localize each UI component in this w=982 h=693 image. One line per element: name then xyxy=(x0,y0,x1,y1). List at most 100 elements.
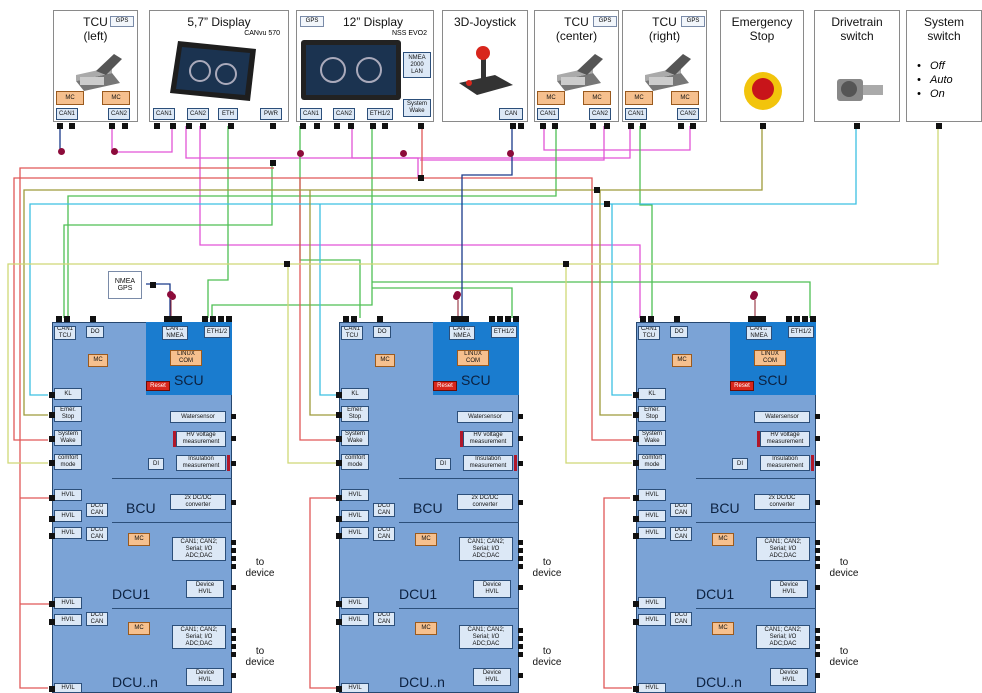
port-node xyxy=(64,316,70,322)
port-node xyxy=(633,460,639,466)
junction-node xyxy=(228,123,234,129)
section-divider xyxy=(112,608,232,609)
port-node xyxy=(633,436,639,442)
can1-tcu-label: CAN1 TCU xyxy=(341,326,363,340)
wire xyxy=(200,126,640,318)
port-node xyxy=(518,556,523,561)
port-node xyxy=(336,619,342,625)
port-node xyxy=(336,392,342,398)
hvil-label: HVIL xyxy=(341,614,369,626)
emergency-stop-box: Emergency Stop xyxy=(720,10,804,122)
option-auto: • Auto xyxy=(917,73,953,87)
hvil-label: HVIL xyxy=(638,527,666,539)
display-12-title: 12” Display xyxy=(313,15,433,29)
port-node xyxy=(518,540,523,545)
hvil-label: HVIL xyxy=(54,510,82,522)
junction-node xyxy=(154,123,160,129)
port-node xyxy=(90,316,96,322)
mc-label: MC xyxy=(625,91,653,105)
port-node xyxy=(49,460,55,466)
wire xyxy=(604,498,632,688)
hvil-label: HVIL xyxy=(638,614,666,626)
to-device-label: to device xyxy=(238,557,282,579)
dcu1-title: DCU1 xyxy=(112,586,150,602)
watersensor-label: Watersensor xyxy=(170,411,226,423)
throttle-lever-icon xyxy=(68,51,126,93)
eth-port: ETH1/2 xyxy=(367,108,393,120)
mc-label: MC xyxy=(672,354,692,367)
gps-badge: GPS xyxy=(681,16,705,27)
can1-tcu-label: CAN1 TCU xyxy=(638,326,660,340)
port-node xyxy=(49,533,55,539)
power-port: PWR xyxy=(260,108,282,120)
junction-node xyxy=(518,123,524,129)
section-divider xyxy=(112,478,232,479)
eth-label: ETH1/2 xyxy=(788,326,814,338)
dcu1-title: DCU1 xyxy=(399,586,437,602)
port-node xyxy=(518,585,523,590)
port-node xyxy=(815,673,820,678)
port-node xyxy=(505,316,511,322)
dcu-can-label: DCU CAN xyxy=(86,503,108,517)
wire xyxy=(208,126,228,318)
can2-port: CAN2 xyxy=(589,108,611,120)
can1-port: CAN1 xyxy=(300,108,322,120)
to-device-label: to device xyxy=(822,557,866,579)
hv-voltage-label: HV voltage measurement xyxy=(176,431,226,447)
emergency-stop-label: Emer. Stop xyxy=(54,406,82,422)
port-node xyxy=(518,500,523,505)
port-node xyxy=(633,412,639,418)
hvil-label: HVIL xyxy=(341,527,369,539)
device-hvil-label: Device HVIL xyxy=(186,580,224,598)
hvil-label: HVIL xyxy=(638,489,666,501)
port-node xyxy=(518,652,523,657)
bus-terminator-dot xyxy=(169,293,176,300)
port-node xyxy=(640,316,646,322)
port-node xyxy=(336,516,342,522)
system-switch-options: • Off • Auto • On xyxy=(917,59,953,101)
port-node xyxy=(336,460,342,466)
port-node xyxy=(218,316,224,322)
can2-port: CAN2 xyxy=(677,108,699,120)
mc-label: MC xyxy=(102,91,130,105)
port-node xyxy=(49,436,55,442)
eth-label: ETH1/2 xyxy=(491,326,517,338)
port-node xyxy=(633,619,639,625)
port-node xyxy=(815,436,820,441)
port-node xyxy=(489,316,495,322)
eth-port: ETH xyxy=(218,108,238,120)
gps-badge: GPS xyxy=(110,16,134,27)
emergency-stop-label: Emer. Stop xyxy=(638,406,666,422)
hv-voltage-label: HV voltage measurement xyxy=(760,431,810,447)
can2-port: CAN2 xyxy=(187,108,209,120)
junction-node xyxy=(936,123,942,129)
port-node xyxy=(231,673,236,678)
watersensor-label: Watersensor xyxy=(754,411,810,423)
port-node xyxy=(633,533,639,539)
junction-node xyxy=(314,123,320,129)
port-node xyxy=(231,644,236,649)
wire xyxy=(612,204,632,395)
section-divider xyxy=(399,522,519,523)
port-node xyxy=(231,556,236,561)
junction-node xyxy=(540,123,546,129)
system-switch-title: System switch xyxy=(907,15,981,43)
port-node xyxy=(815,628,820,633)
wire xyxy=(372,288,512,318)
port-node xyxy=(815,564,820,569)
bus-terminator-dot xyxy=(507,150,514,157)
kl-label: KL xyxy=(341,388,369,400)
port-node xyxy=(226,316,232,322)
scu-title: SCU xyxy=(174,372,204,388)
drivetrain-switch-title: Drivetrain switch xyxy=(815,15,899,43)
device-hvil-label: Device HVIL xyxy=(473,668,511,686)
tcu-center-box: TCU (center) GPS MC MC CAN1 CAN2 xyxy=(534,10,619,122)
dcu-can-label: DCU CAN xyxy=(86,612,108,626)
can1-port: CAN1 xyxy=(56,108,78,120)
do-label: DO xyxy=(373,326,391,338)
mc-label: MC xyxy=(415,622,437,635)
port-node xyxy=(49,619,55,625)
port-node xyxy=(760,316,766,322)
port-node xyxy=(49,495,55,501)
system-wake-port: System Wake xyxy=(403,99,431,117)
